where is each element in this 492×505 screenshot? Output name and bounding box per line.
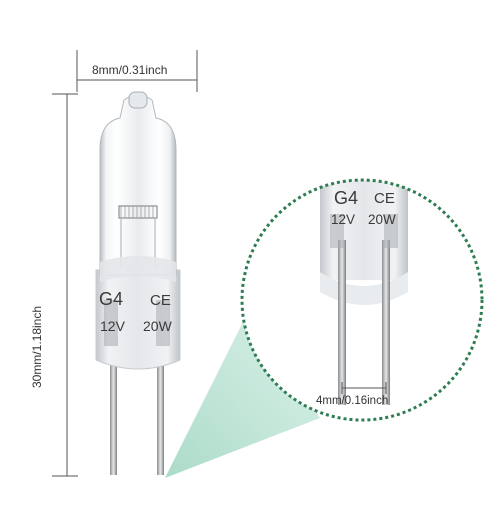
zoom-model-print: G4 (334, 188, 359, 208)
zoom-ce-mark: CE (374, 190, 395, 207)
zoom-wattage-print: 20W (368, 212, 396, 227)
bulb-voltage-print: 12V (100, 318, 125, 334)
height-label: 30mm/1.18inch (30, 305, 44, 389)
width-dimension (76, 50, 198, 92)
zoom-beam (165, 308, 320, 478)
bulb-wattage-print: 20W (143, 318, 172, 334)
ce-mark: CE (150, 292, 171, 309)
height-dimension (52, 93, 78, 477)
g4-bulb (95, 91, 181, 475)
width-label: 8mm/0.31inch (92, 63, 168, 77)
pin-spacing-label: 4mm/0.16inch (316, 395, 389, 407)
bulb-model-print: G4 (99, 289, 124, 309)
zoom-detail (240, 178, 484, 422)
zoom-voltage-print: 12V (331, 212, 356, 227)
